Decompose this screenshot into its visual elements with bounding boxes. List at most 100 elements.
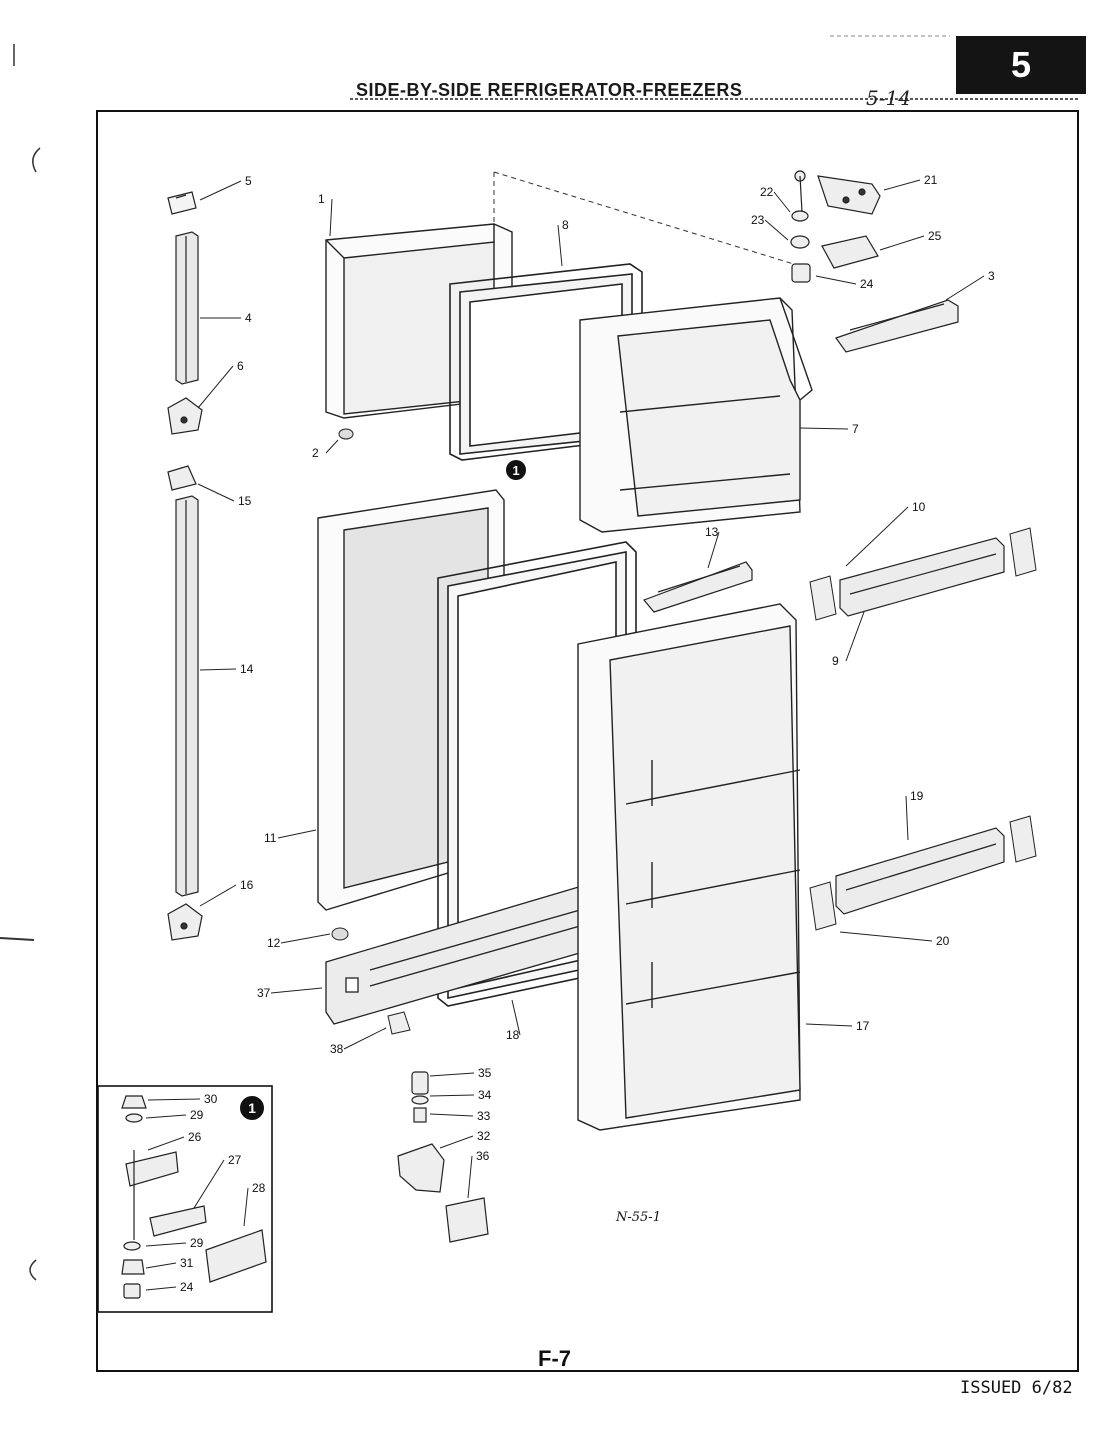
top-trim-clip xyxy=(167,191,197,215)
part-label-p4: 4 xyxy=(245,311,252,325)
part-label-p8: 8 xyxy=(562,218,569,232)
freezer-door-liner xyxy=(579,297,813,533)
leader-line-i26 xyxy=(147,1136,185,1151)
part-label-p13: 13 xyxy=(705,525,719,539)
lower-hinge-hardware xyxy=(397,1071,489,1243)
part-label-p20: 20 xyxy=(936,934,950,948)
leader-line-i27 xyxy=(193,1159,225,1209)
part-label-p37: 37 xyxy=(257,986,271,1000)
handwritten-note: 5-14 xyxy=(866,86,911,110)
part-labels: 1234567891011121314151617181920212223242… xyxy=(180,173,995,1294)
freezer-shelf-bar xyxy=(839,537,1005,617)
part-label-p33: 33 xyxy=(477,1109,491,1123)
freezer-door-stop-screw xyxy=(338,428,354,440)
leader-line-p21 xyxy=(883,179,921,191)
part-label-p25: 25 xyxy=(928,229,942,243)
part-label-i27: 27 xyxy=(228,1153,242,1167)
fresh-food-hinge-bar xyxy=(642,561,753,613)
fresh-food-shelf-end-cap-right xyxy=(1009,815,1037,863)
leader-line-p5 xyxy=(199,180,242,201)
leader-line-p38 xyxy=(343,1027,387,1050)
part-label-p21: 21 xyxy=(924,173,938,187)
leader-line-p24 xyxy=(815,275,857,285)
part-label-p2: 2 xyxy=(312,446,319,460)
fresh-food-door-trim-strip xyxy=(175,495,199,897)
part-label-p24: 24 xyxy=(860,277,874,291)
part-label-p5: 5 xyxy=(245,174,252,188)
leader-line-p13 xyxy=(707,531,720,569)
hinge-detail-inset xyxy=(97,1085,273,1313)
top-hinge-assembly xyxy=(790,170,881,283)
freezer-shelf-end-cap-right xyxy=(1009,527,1037,577)
part-label-p32: 32 xyxy=(477,1129,491,1143)
leader-line-p9 xyxy=(845,611,865,662)
part-label-p23: 23 xyxy=(751,213,765,227)
part-label-p22: 22 xyxy=(760,185,774,199)
leader-line-p22 xyxy=(773,191,791,213)
part-label-p14: 14 xyxy=(240,662,254,676)
freezer-hinge-bar xyxy=(835,299,959,353)
leader-line-i24 xyxy=(145,1286,177,1291)
leader-line-p14 xyxy=(199,668,237,671)
leader-line-p10 xyxy=(845,506,909,567)
page-title: SIDE-BY-SIDE REFRIGERATOR-FREEZERS xyxy=(356,80,743,100)
leader-line-p20 xyxy=(839,931,933,942)
fresh-food-bottom-trim-clip xyxy=(167,903,203,941)
leader-line-p35 xyxy=(429,1072,475,1077)
drawing-code: N-55-1 xyxy=(616,1210,661,1225)
leader-line-i28 xyxy=(243,1187,249,1227)
part-label-p34: 34 xyxy=(478,1088,492,1102)
leader-line-p18 xyxy=(511,999,521,1036)
part-label-i29a: 29 xyxy=(190,1108,204,1122)
callout-marker-1-inset-text: 1 xyxy=(248,1100,256,1116)
part-label-p7: 7 xyxy=(852,422,859,436)
issued-date: ISSUED 6/82 xyxy=(960,1378,1073,1398)
part-label-i30: 30 xyxy=(204,1092,218,1106)
leader-line-i31 xyxy=(145,1262,177,1269)
leader-line-p37 xyxy=(270,987,323,994)
part-label-p15: 15 xyxy=(238,494,252,508)
part-label-p16: 16 xyxy=(240,878,254,892)
leader-line-p15 xyxy=(197,483,235,502)
fresh-food-top-trim-clip xyxy=(167,465,197,491)
bottom-trim-clip xyxy=(167,397,203,435)
leader-line-p16 xyxy=(199,884,237,907)
leader-line-p12 xyxy=(280,933,331,944)
part-label-p9: 9 xyxy=(832,654,839,668)
part-label-p19: 19 xyxy=(910,789,924,803)
fresh-food-door-stop-screw xyxy=(331,927,349,941)
leader-line-p8 xyxy=(557,224,563,267)
part-label-p6: 6 xyxy=(237,359,244,373)
part-label-p3: 3 xyxy=(988,269,995,283)
part-label-p36: 36 xyxy=(476,1149,490,1163)
part-label-p11: 11 xyxy=(264,831,277,845)
fresh-food-shelf-bar xyxy=(835,827,1005,915)
door-bottom-trim-clip xyxy=(387,1011,411,1035)
leader-line-i29a xyxy=(145,1114,187,1119)
leader-line-p2 xyxy=(325,439,339,454)
part-label-p12: 12 xyxy=(267,936,281,950)
part-label-p18: 18 xyxy=(506,1028,520,1042)
part-label-p10: 10 xyxy=(912,500,926,514)
callout-marker-1 xyxy=(506,460,526,480)
part-label-i26: 26 xyxy=(188,1130,202,1144)
leader-line-p6 xyxy=(197,365,234,409)
part-label-i31: 31 xyxy=(180,1256,194,1270)
leader-lines xyxy=(145,179,985,1291)
diagram-border xyxy=(96,110,1079,1372)
leader-line-p7 xyxy=(799,427,849,430)
part-label-i29b: 29 xyxy=(190,1236,204,1250)
freezer-door-trim-strip xyxy=(175,231,199,385)
leader-line-p19 xyxy=(905,795,909,841)
fresh-food-door-liner xyxy=(577,603,801,1131)
part-label-p1: 1 xyxy=(318,192,325,206)
part-label-p38: 38 xyxy=(330,1042,344,1056)
leader-line-i30 xyxy=(147,1098,201,1101)
part-label-p17: 17 xyxy=(856,1019,870,1033)
leader-line-p36 xyxy=(467,1155,473,1199)
fresh-food-shelf-end-cap-left xyxy=(809,881,837,931)
leader-line-p32 xyxy=(439,1135,474,1149)
inset-hinge-hardware xyxy=(121,1095,267,1299)
